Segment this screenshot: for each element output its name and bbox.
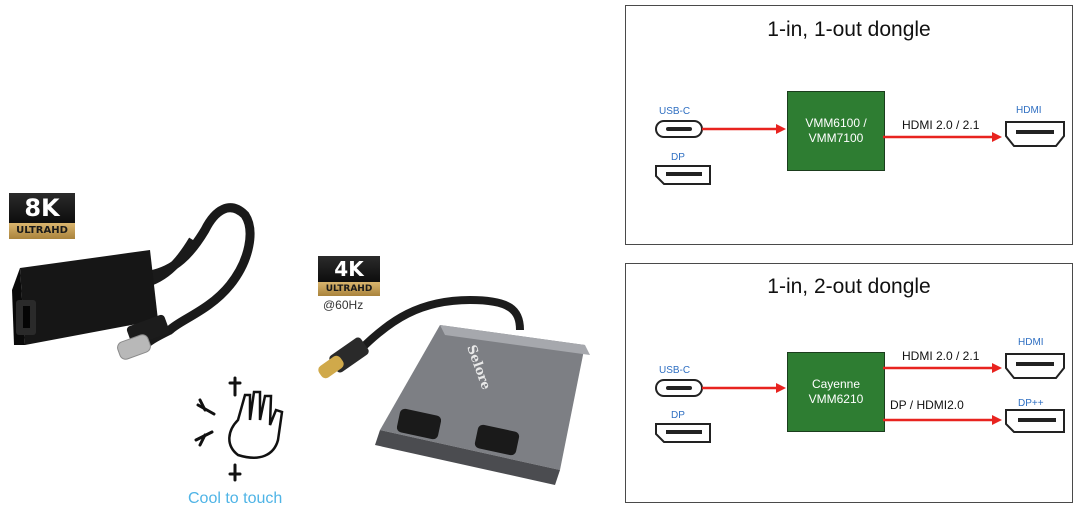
output-signal-label-hdmi: HDMI 2.0 / 2.1: [902, 349, 980, 363]
4k-ultrahd-badge: 4K ULTRAHD: [318, 256, 380, 296]
refresh-rate-label: @60Hz: [323, 298, 364, 312]
badge-ultrahd: ULTRAHD: [318, 282, 380, 296]
chip-line-2: VMM7100: [808, 131, 864, 145]
panel-1-in-2-out: 1-in, 2-out dongle USB-C DP Cayenne VMM6…: [625, 263, 1073, 503]
output-signal-label-dp: DP / HDMI2.0: [890, 398, 964, 412]
usb-c-to-hdmi-adapter-image: [12, 203, 255, 360]
usb-c-label: USB-C: [659, 106, 691, 117]
dp-label: DP: [671, 410, 685, 421]
badge-ultrahd: ULTRAHD: [9, 223, 75, 239]
snowflake-hand-icon: [194, 376, 284, 482]
chip-vmm6100-vmm7100: VMM6100 / VMM7100: [787, 91, 885, 171]
8k-ultrahd-badge: 8K ULTRAHD: [9, 193, 75, 239]
chip-cayenne-vmm6210: Cayenne VMM6210: [787, 352, 885, 432]
panel-title: 1-in, 2-out dongle: [767, 275, 931, 298]
badge-resolution: 4K: [318, 256, 380, 282]
usb-c-label: USB-C: [659, 365, 691, 376]
chip-line-1: Cayenne: [811, 377, 861, 391]
product-illustration: [12, 203, 590, 485]
badge-resolution: 8K: [9, 193, 75, 223]
cool-to-touch-caption: Cool to touch: [188, 490, 283, 507]
chip-line-2: VMM6210: [808, 392, 864, 406]
hdmi-label: HDMI: [1018, 337, 1044, 348]
panel-2-connectors: [655, 353, 1065, 443]
usb-c-hub-image: [318, 295, 590, 485]
dp-label: DP: [671, 152, 685, 163]
dp-plus-plus-label: DP++: [1018, 398, 1044, 409]
output-signal-label: HDMI 2.0 / 2.1: [902, 118, 980, 132]
panel-1-connectors: [655, 120, 1065, 185]
panel-1-in-1-out: 1-in, 1-out dongle USB-C DP VMM6100 / VM…: [625, 5, 1073, 245]
hdmi-label: HDMI: [1016, 105, 1042, 116]
panel-title: 1-in, 1-out dongle: [767, 18, 931, 41]
chip-line-1: VMM6100 /: [805, 116, 867, 130]
